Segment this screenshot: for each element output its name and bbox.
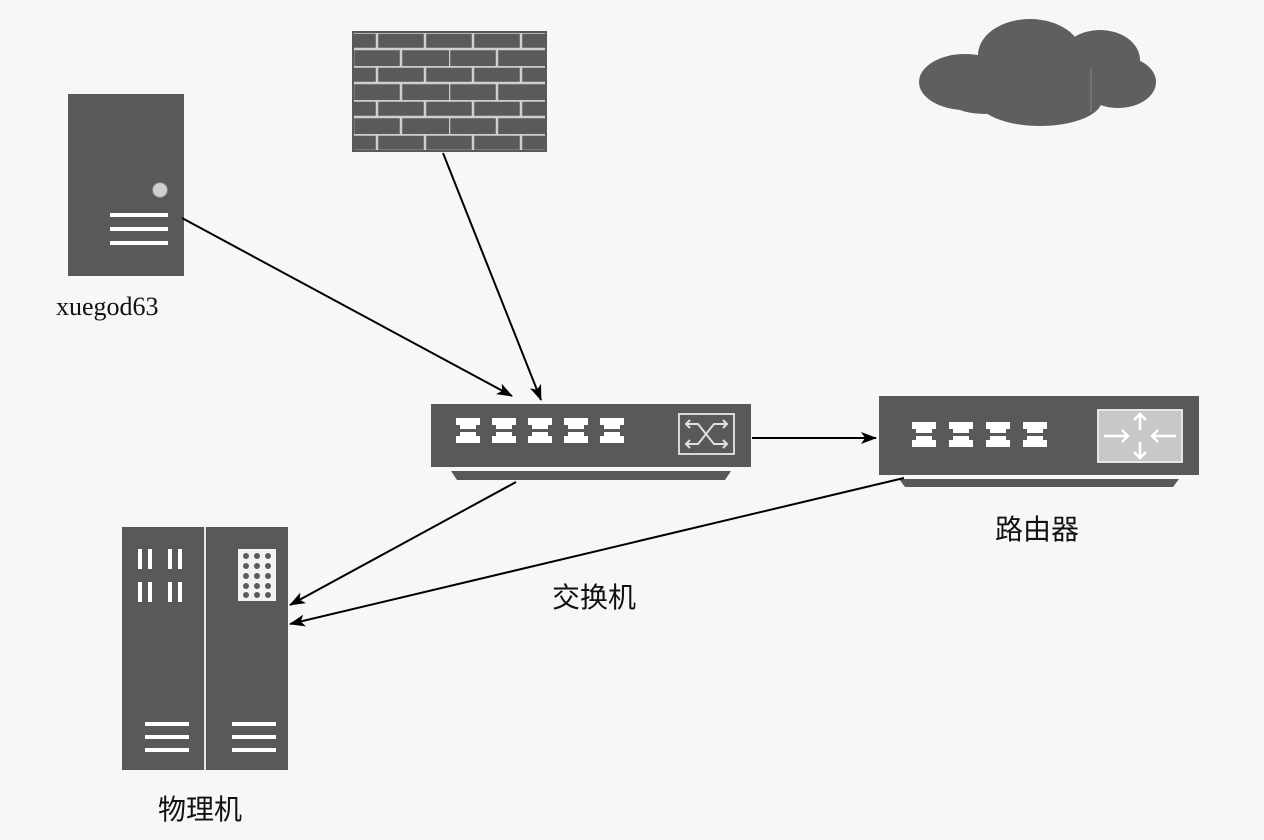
- physical-machine-label: 物理机: [158, 793, 243, 826]
- router-label: 路由器: [995, 513, 1080, 546]
- switch-label: 交换机: [552, 581, 637, 614]
- edge-router-to-physical: [289, 477, 905, 627]
- server-label: xuegod63: [56, 292, 159, 321]
- switch-ports: [456, 418, 624, 443]
- tower-server-icon: [68, 94, 184, 276]
- edge-server-to-switch: [181, 217, 513, 397]
- rack-server-icon: [122, 527, 288, 770]
- router-icon: [879, 396, 1199, 487]
- router-arrows-icon: [1097, 409, 1183, 463]
- edge-firewall-to-switch: [442, 152, 542, 401]
- router-ports: [912, 422, 1047, 447]
- switch-cross-arrows-icon: [678, 413, 735, 455]
- cloud-icon: [919, 19, 1156, 126]
- firewall-brick-wall-icon: [352, 31, 547, 152]
- edge-switch-to-physical: [289, 481, 517, 606]
- network-switch-icon: [431, 404, 751, 480]
